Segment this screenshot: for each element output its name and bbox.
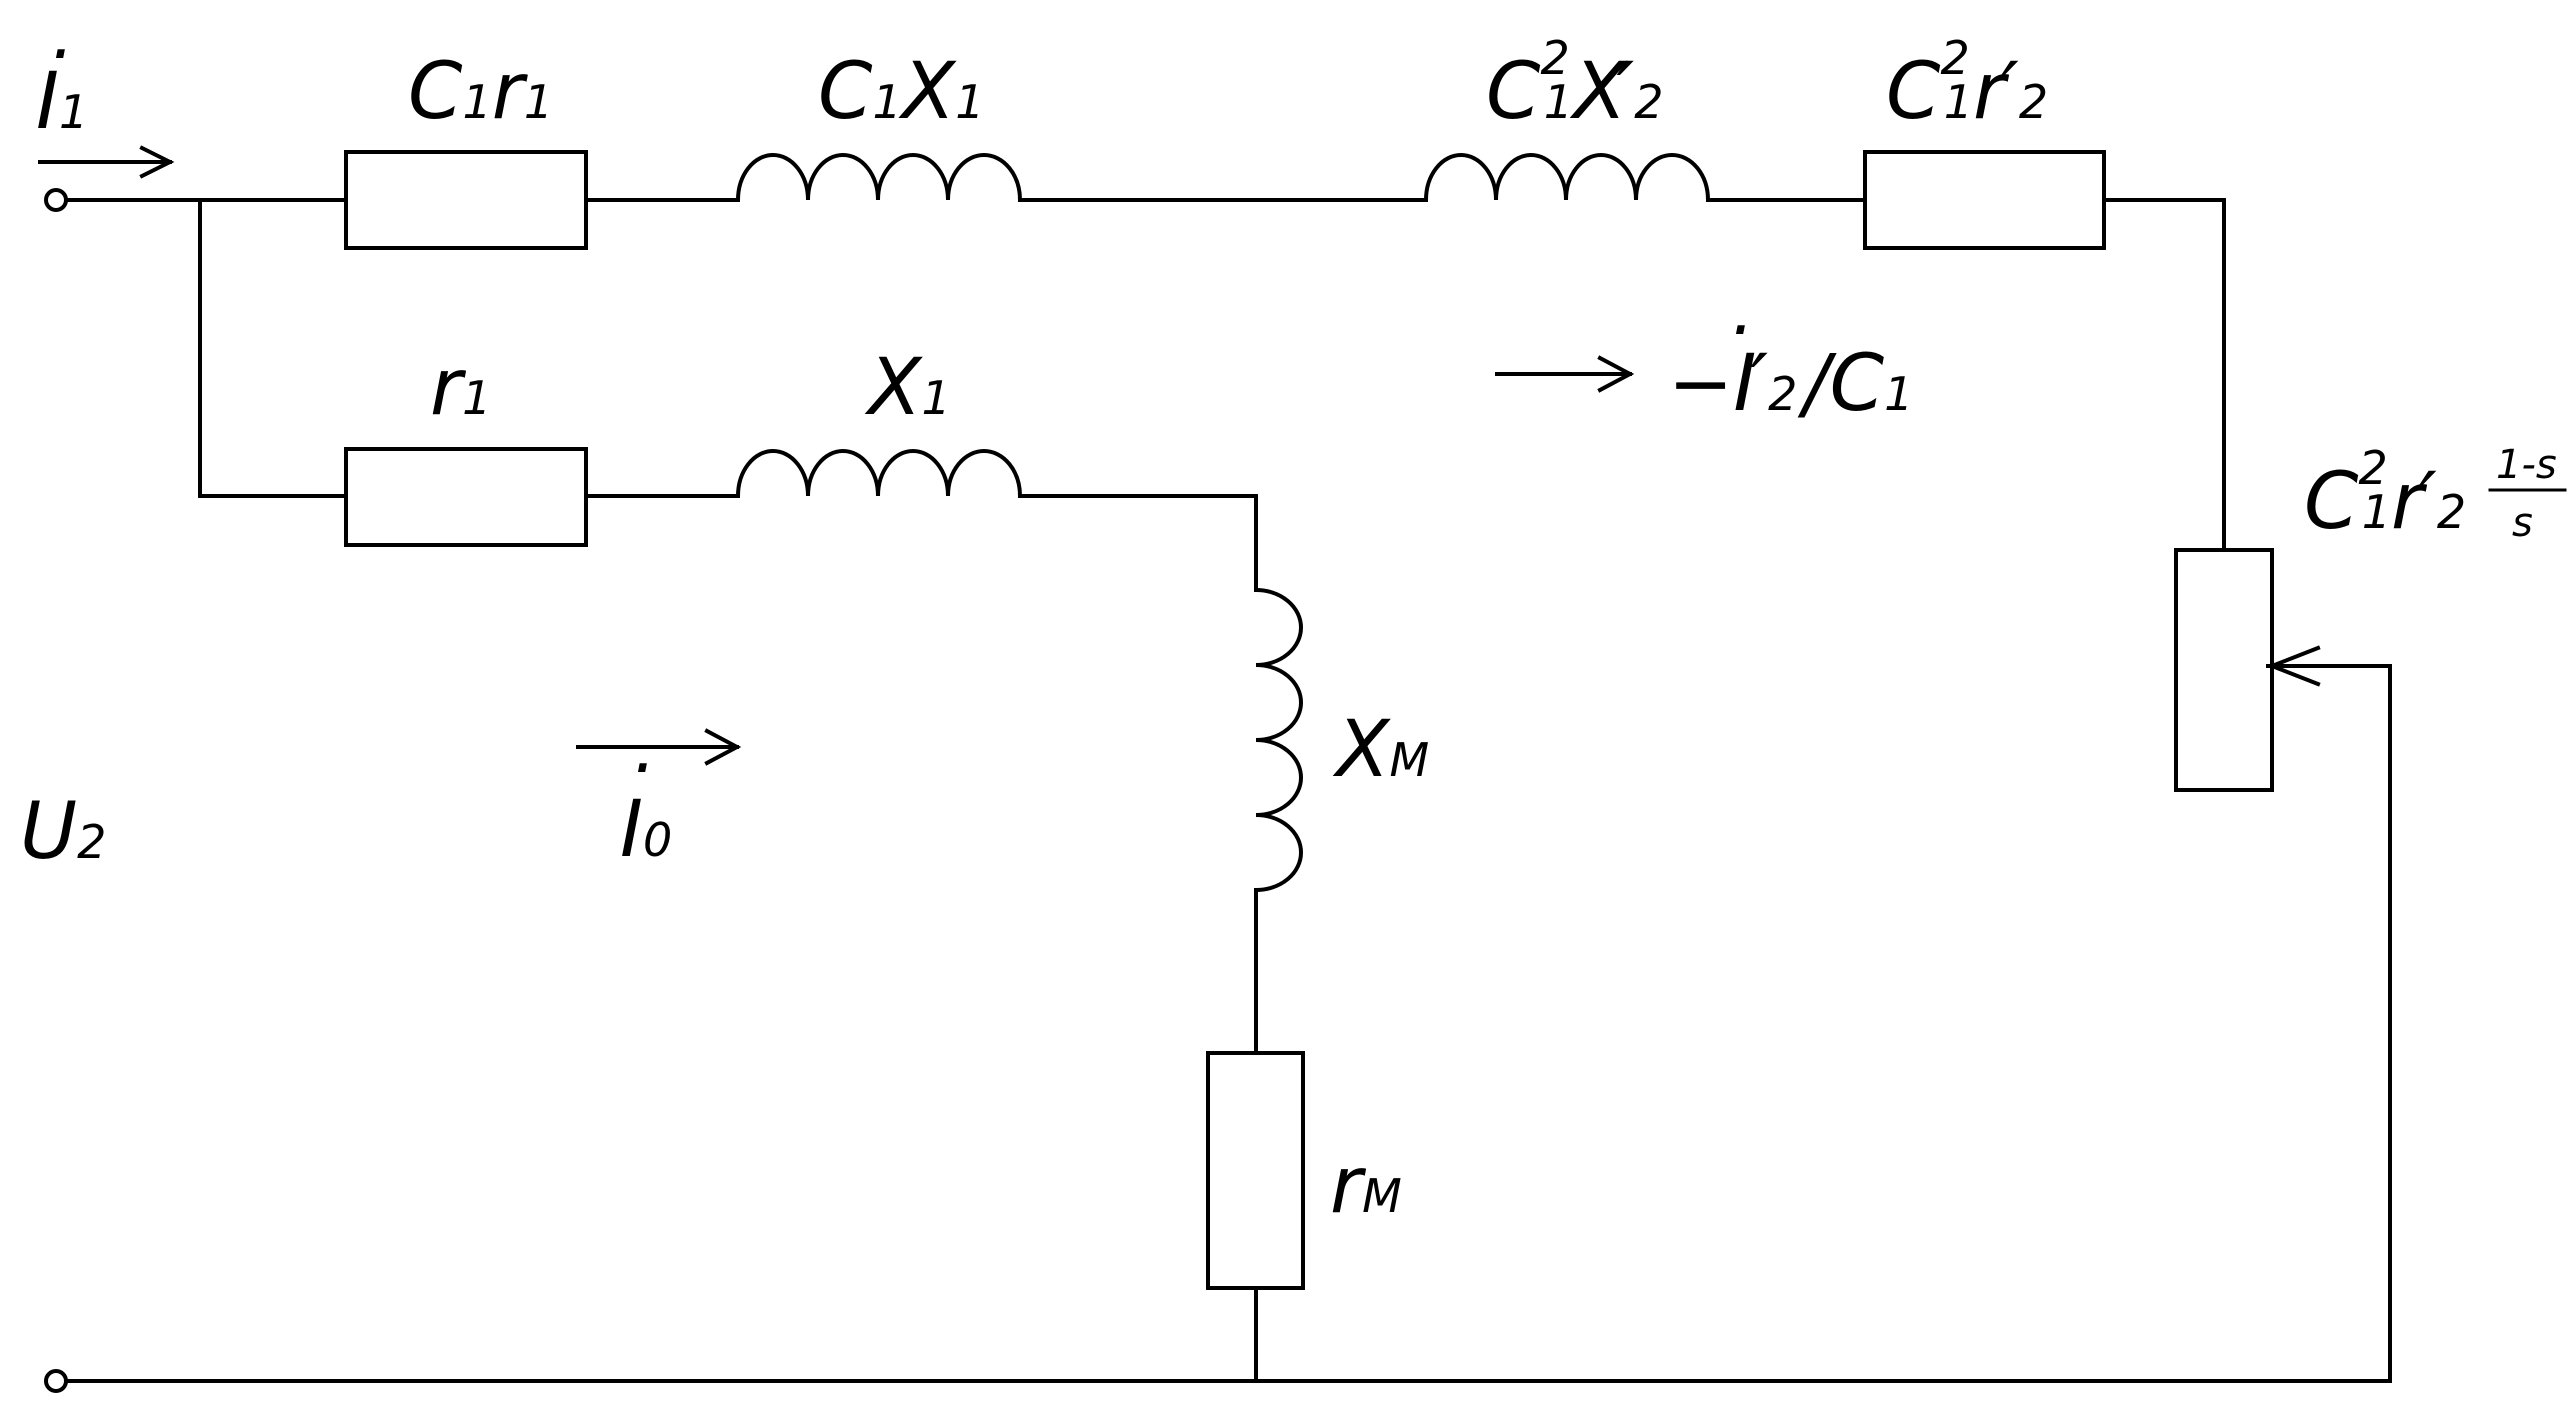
label-c1r1: C1r1 xyxy=(408,47,553,137)
inductor-x1 xyxy=(735,449,1023,499)
arrow-i2 xyxy=(1495,355,1635,393)
label-i2: −I′2/C1 xyxy=(1668,339,1913,429)
label-rm: rM xyxy=(1330,1141,1402,1231)
inductor-c12x2 xyxy=(1423,153,1711,203)
dot-i0: · xyxy=(630,727,652,809)
arrow-i1 xyxy=(38,145,175,179)
label-c1x1: C1X1 xyxy=(818,47,984,137)
dot-i1: · xyxy=(48,13,70,95)
inductor-xm xyxy=(1253,587,1303,893)
label-u2: U2 xyxy=(20,787,106,877)
input-terminal-top xyxy=(44,188,68,212)
inductor-c1x1 xyxy=(735,153,1023,203)
label-i0: I0 xyxy=(620,785,672,875)
label-x1: X1 xyxy=(864,343,951,433)
label-xm: XM xyxy=(1332,705,1429,795)
label-i1: I1 xyxy=(36,57,88,147)
load-fraction-numerator: 1-s xyxy=(2496,442,2557,488)
resistor-rm xyxy=(1206,1051,1305,1290)
resistor-r1 xyxy=(344,447,588,547)
load-fraction-denominator: s xyxy=(2512,500,2533,546)
resistor-c1r1 xyxy=(344,150,588,250)
slider-arrow xyxy=(2269,645,2321,687)
variable-load-resistor xyxy=(2174,548,2274,792)
circuit-wires xyxy=(64,198,2392,1383)
dot-i2: · xyxy=(1728,289,1750,371)
resistor-c12r2 xyxy=(1863,150,2106,250)
input-terminal-bottom xyxy=(44,1369,68,1393)
arrow-i0 xyxy=(576,728,742,766)
label-r1: r1 xyxy=(430,343,491,433)
